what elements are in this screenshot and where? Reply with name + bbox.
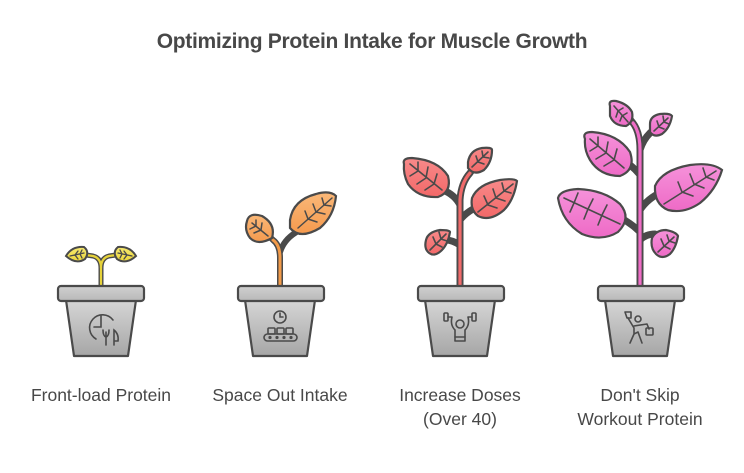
clock-conveyor-icon (263, 310, 298, 342)
stage-1-plant (64, 245, 138, 289)
pot-1 (56, 284, 146, 358)
pot-2 (236, 284, 326, 358)
stage-2-plant (244, 191, 338, 290)
pot-4 (596, 284, 686, 358)
stage-2-label: Space Out Intake (212, 385, 348, 405)
stage-4-label: Don't Skip Workout Protein (577, 385, 703, 429)
weightlifter-icon (443, 312, 477, 342)
stage-1-label: Front-load Protein (30, 385, 172, 405)
diagram-title: Optimizing Protein Intake for Muscle Gro… (156, 30, 588, 53)
person-with-bags-icon (624, 311, 654, 344)
stage-4-plant (556, 99, 724, 291)
stage-3-plant (402, 146, 519, 291)
pot-3 (416, 284, 506, 358)
stage-3-label: Increase Doses (Over 40) (399, 385, 521, 429)
clock-fork-knife-icon (88, 314, 119, 346)
